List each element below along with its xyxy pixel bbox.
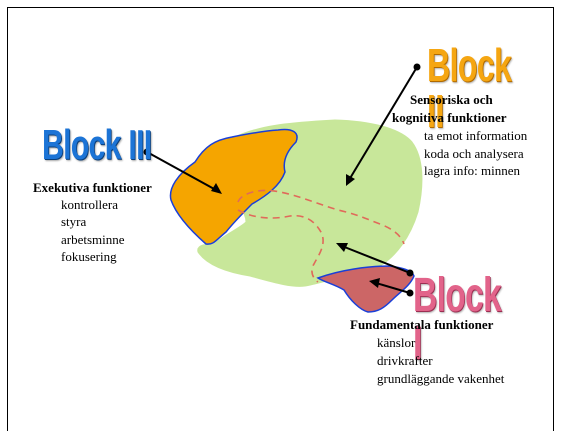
block3-heading: Exekutiva funktioner <box>33 180 152 196</box>
block1-heading: Fundamentala funktioner <box>350 317 493 333</box>
block3-item: arbetsminne <box>61 232 125 248</box>
block1-item: känslor <box>377 335 415 351</box>
block2-heading-line2: kognitiva funktioner <box>392 110 507 126</box>
block3-item: styra <box>61 214 86 230</box>
block2-item: koda och analysera <box>424 146 524 162</box>
block2-item: ta emot information <box>424 128 527 144</box>
block1-item: drivkrafter <box>377 353 433 369</box>
block1-item: grundläggande vakenhet <box>377 371 504 387</box>
block2-heading-line1: Sensoriska och <box>410 92 493 108</box>
block2-item: lagra info: minnen <box>424 163 520 179</box>
block3-item: kontrollera <box>61 197 118 213</box>
block3-item: fokusering <box>61 249 117 265</box>
block3-title: Block III <box>42 124 151 166</box>
